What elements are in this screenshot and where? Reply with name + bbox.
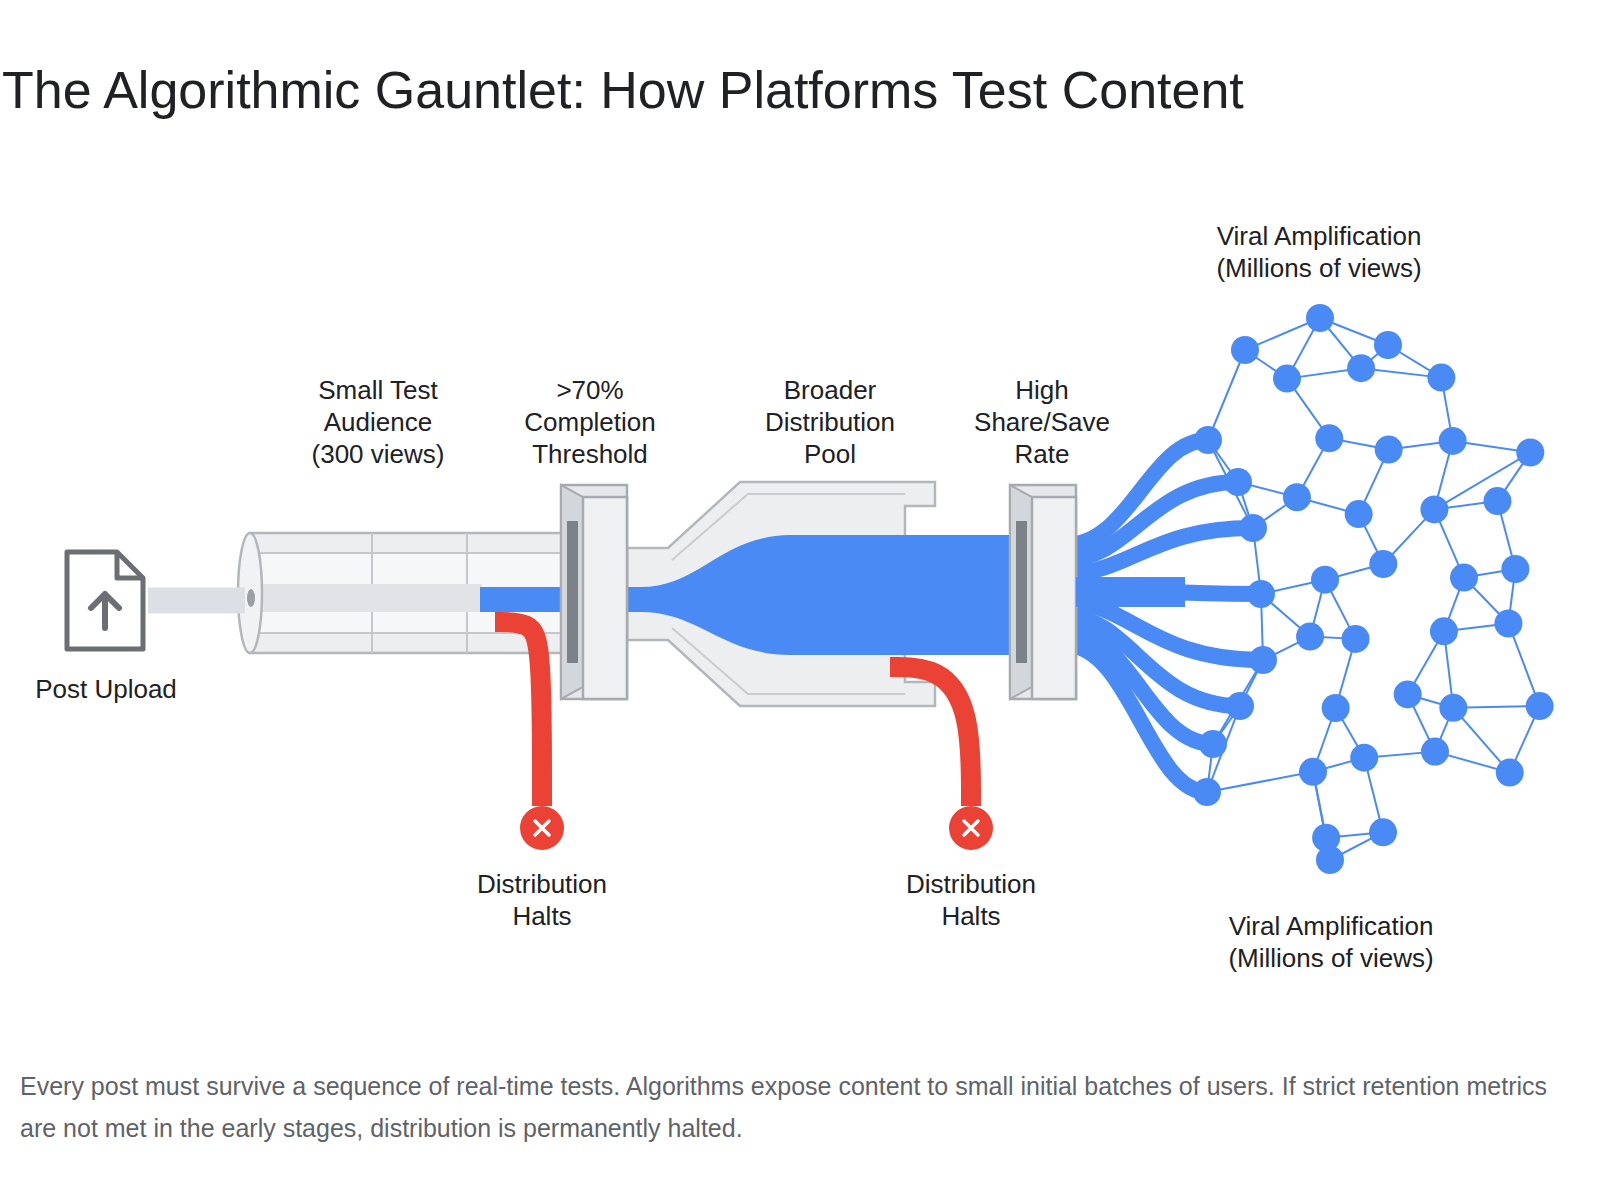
completion-gate xyxy=(561,485,627,699)
flow-connector xyxy=(148,588,245,614)
distribution-pool: Broader Distribution Pool xyxy=(627,485,935,657)
node-label: Viral Amplification (Millions of views) xyxy=(1184,220,1454,284)
diagram-title: The Algorithmic Gauntlet: How Platforms … xyxy=(2,58,1244,122)
test-audience-pipe: Small Test Audience (300 views) xyxy=(245,533,587,612)
flow-connector xyxy=(1076,577,1185,607)
node-label: >70% Completion Threshold xyxy=(510,374,670,470)
node-label: Distribution Halts xyxy=(881,868,1061,932)
node-label: High Share/Save Rate xyxy=(962,374,1122,470)
share-gate: High Share/Save Rate xyxy=(1010,485,1076,699)
node-label: Viral Amplification (Millions of views) xyxy=(1196,910,1466,974)
viral-network: Viral Amplification (Millions of views)V… xyxy=(1185,300,1560,880)
node-label: Distribution Halts xyxy=(452,868,632,932)
figure-caption: Every post must survive a sequence of re… xyxy=(20,1065,1570,1149)
halt-icon xyxy=(520,806,564,850)
upload-icon: Post Upload xyxy=(61,548,148,653)
halt-marker: Distribution Halts xyxy=(949,806,993,850)
halt-marker: Distribution Halts xyxy=(520,806,564,850)
share-gate xyxy=(1010,485,1076,699)
viral-network xyxy=(1193,304,1554,874)
flow-connector xyxy=(495,622,542,806)
viral-streams xyxy=(1066,440,1263,792)
completion-gate: >70% Completion Threshold xyxy=(561,485,627,699)
node-label: Broader Distribution Pool xyxy=(745,374,915,470)
halt-icon xyxy=(949,806,993,850)
flow-connector xyxy=(890,667,971,806)
node-label: Small Test Audience (300 views) xyxy=(298,374,458,470)
node-label: Post Upload xyxy=(6,673,206,705)
document-icon xyxy=(61,548,148,653)
